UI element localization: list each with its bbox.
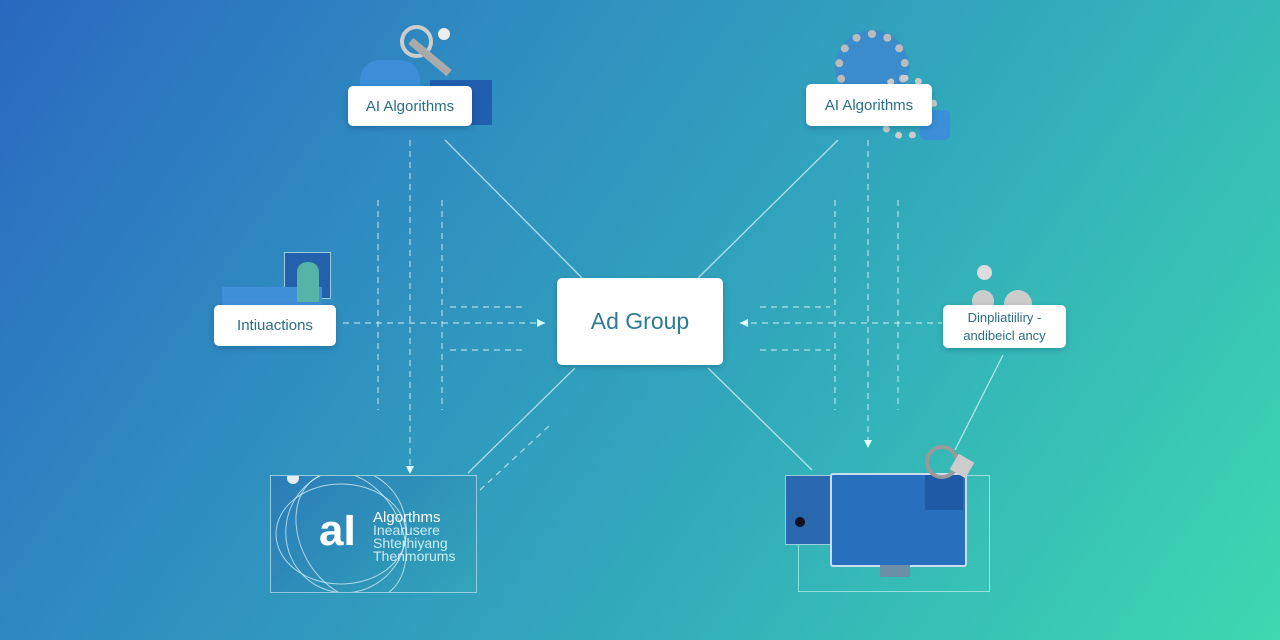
orbit-lines <box>275 476 407 592</box>
node-label: AI Algorithms <box>824 96 914 114</box>
molecule-illustration <box>972 265 1042 312</box>
panel-line-3: Shterhiyang <box>373 535 448 551</box>
node-ai-algorithms-top-right[interactable]: AI Algorithms <box>806 84 932 126</box>
node-label: Ad Group <box>590 308 690 334</box>
node-interactions[interactable]: Intiuactions <box>214 305 336 346</box>
panel-line-1: Algorthms <box>373 509 441 526</box>
node-ai-algorithms-top-left[interactable]: AI Algorithms <box>348 86 472 126</box>
node-ad-group[interactable]: Ad Group <box>557 278 723 365</box>
ai-logo: aI <box>319 506 356 555</box>
node-label: AI Algorithms <box>365 97 455 115</box>
panel-line-4: Thenmorums <box>373 548 456 564</box>
node-label: Intiuactions <box>237 317 313 334</box>
panel-line-2: Inearusere <box>373 522 440 538</box>
node-label-line2: andibeicl ancy <box>963 327 1046 343</box>
screens-illustration <box>222 252 332 307</box>
node-label-line1: Dinpliatiiliry - <box>967 309 1042 325</box>
monitor-illustration <box>785 445 985 580</box>
ai-algorithms-panel: aI Algorthms Inearusere Shterhiyang Then… <box>270 475 477 593</box>
panel-text: Algorthms Inearusere Shterhiyang Thenmor… <box>373 509 456 564</box>
node-dinpliatiiliry[interactable]: Dinpliatiiliry - andibeicl ancy <box>943 305 1066 348</box>
